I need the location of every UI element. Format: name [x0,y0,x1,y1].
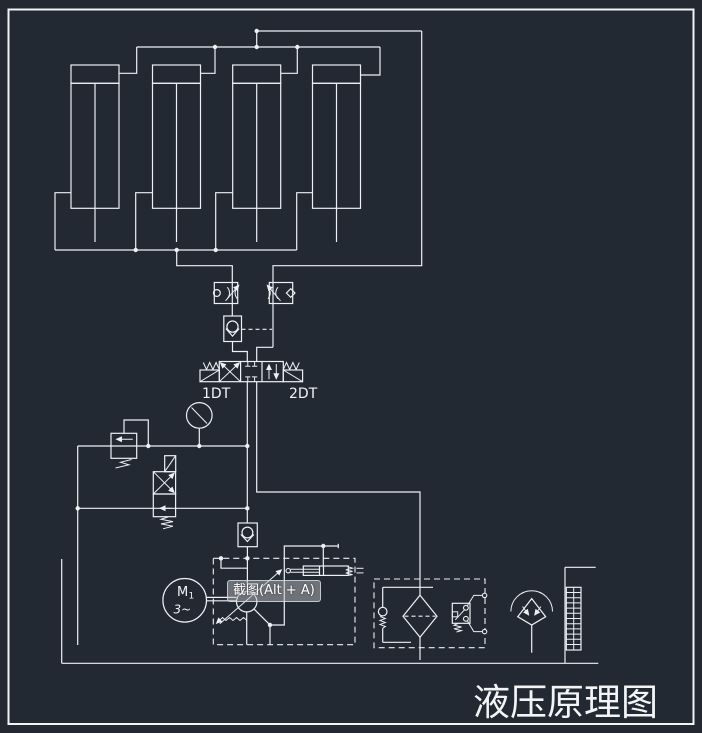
relief-valve [77,419,250,469]
solenoid-label-2dt: 2DT [289,386,318,402]
hydraulic-cylinder-1 [70,64,120,242]
air-breather [510,590,553,653]
directional-valve-4-3: 1DT 2DT [199,360,318,402]
hydraulic-cylinder-4 [311,64,362,242]
level-gauge [564,566,596,664]
drawing-border [7,8,695,725]
unloading-valve [75,446,250,645]
clogging-indicator [451,592,488,635]
throttle-check-valve-left [212,281,240,316]
solenoid-label-1dt: 1DT [202,386,231,402]
hydraulic-cylinder-2 [151,64,202,242]
filter-bypass-check-valve [377,587,411,643]
tank-line [61,559,599,664]
electric-motor: M 1 3~ [162,577,237,623]
pressure-gauge [185,402,213,446]
stroke-control-cylinder [285,565,364,576]
motor-phase-label: 3~ [174,603,192,617]
motor-label-subscript: 1 [189,592,195,602]
pilot-check-valve [223,315,273,362]
throttle-check-valve-right [266,281,296,348]
return-filter-unit [373,578,486,660]
cylinder-bottom-piping [54,192,313,283]
pressure-and-return-lines [246,381,421,596]
screenshot-tooltip: 截图(Alt + A) [227,580,321,602]
hydraulic-cylinder-3 [232,64,282,242]
motor-label: M [177,585,188,600]
drawing-title: 液压原理图 [473,681,658,724]
cylinder-top-piping [119,28,423,283]
